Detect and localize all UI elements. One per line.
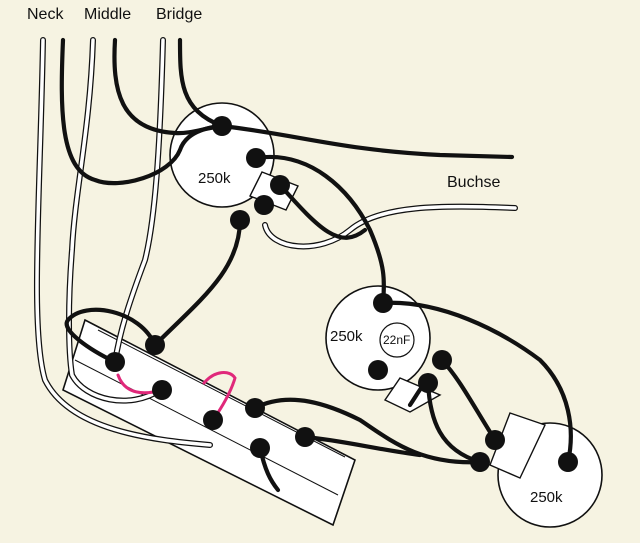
tone-pot-2-label: 250k [530, 489, 563, 506]
capacitor [379, 322, 415, 358]
bridge-label: Bridge [156, 6, 203, 23]
tone-pot-2 [489, 412, 603, 528]
output-jack-label: Buchse [447, 174, 501, 191]
white-pickup-wires [33, 37, 518, 448]
tone-pot-1-label: 250k [330, 328, 363, 345]
jumper-2 [202, 371, 237, 422]
solder-joints [105, 116, 578, 472]
black-wires [59, 37, 573, 493]
capacitor-label: 22nF [383, 333, 411, 347]
neck-label: Neck [27, 6, 64, 23]
volume-pot-label: 250k [198, 170, 231, 187]
middle-label: Middle [84, 6, 132, 23]
